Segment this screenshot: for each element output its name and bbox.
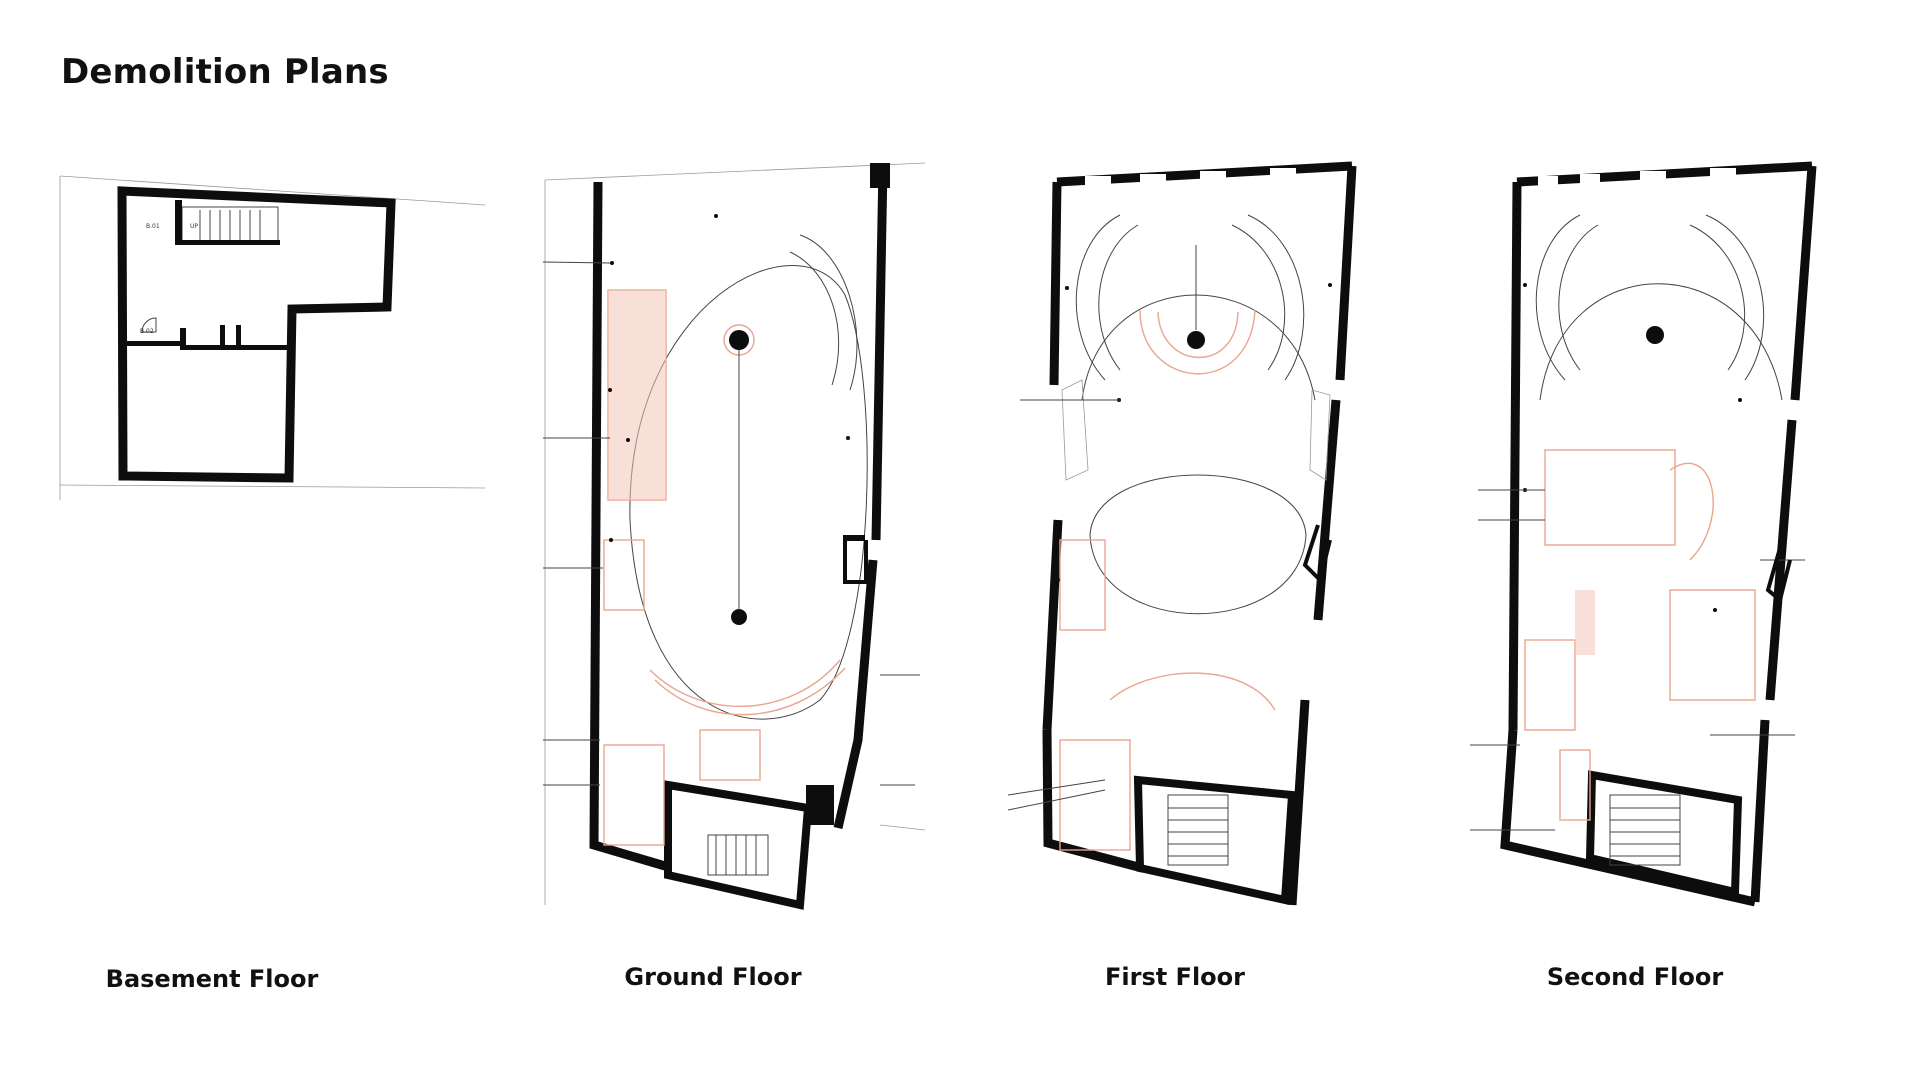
svg-text:UP: UP: [190, 223, 198, 230]
second-floor-label: Second Floor: [1546, 963, 1724, 991]
svg-text:B.02: B.02: [140, 328, 154, 335]
basement-floor-label: Basement Floor: [105, 965, 319, 993]
first-floor-label: First Floor: [1104, 963, 1245, 991]
ground-floor-label: Ground Floor: [624, 963, 802, 991]
svg-text:B.01: B.01: [146, 223, 160, 230]
page-title: Demolition Plans: [61, 52, 389, 92]
